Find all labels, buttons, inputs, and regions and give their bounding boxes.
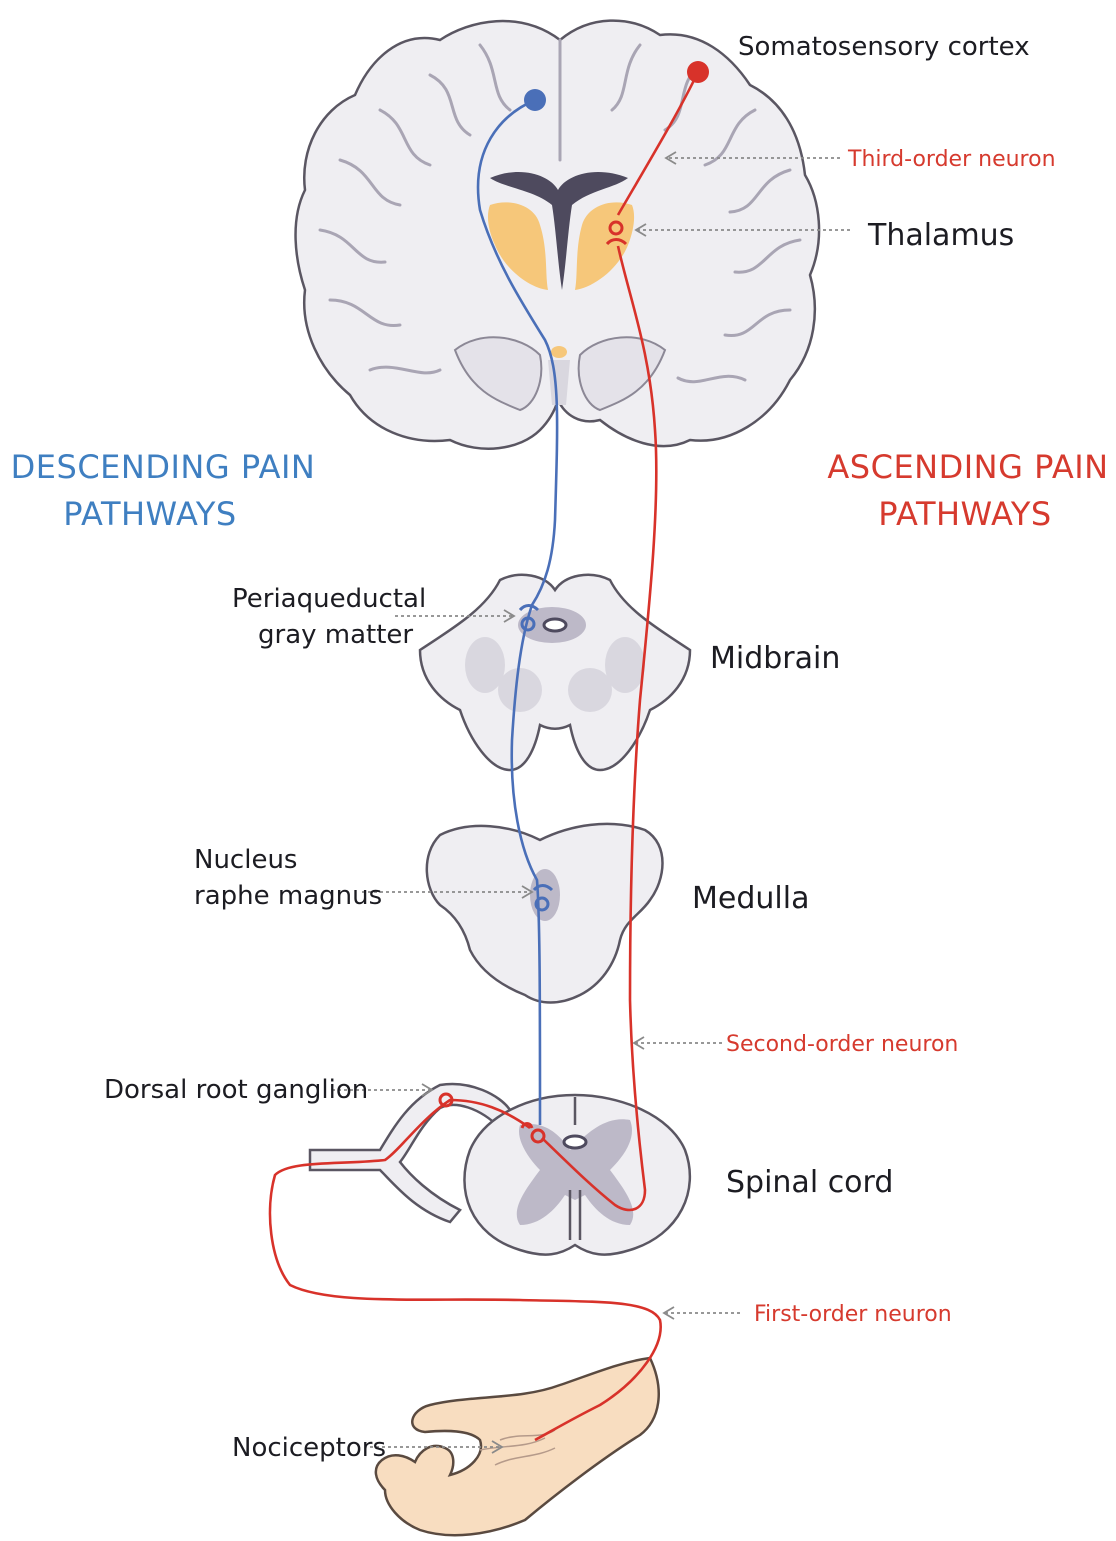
brain-coronal-section bbox=[296, 21, 820, 449]
descending-heading-line2: PATHWAYS bbox=[63, 495, 236, 533]
label-first-order-neuron: First-order neuron bbox=[754, 1302, 952, 1327]
hypothalamus-spot bbox=[551, 346, 567, 358]
label-spinal-cord: Spinal cord bbox=[726, 1165, 893, 1200]
label-midbrain: Midbrain bbox=[710, 641, 840, 676]
label-periaqueductal-line2: gray matter bbox=[258, 620, 413, 650]
central-canal bbox=[564, 1136, 586, 1148]
cortex-neuron-body-blue bbox=[524, 89, 546, 111]
midbrain-nucleus bbox=[568, 668, 612, 712]
label-nociceptors: Nociceptors bbox=[232, 1433, 386, 1463]
ascending-heading-line1: ASCENDING PAIN bbox=[827, 448, 1108, 486]
label-third-order-neuron: Third-order neuron bbox=[847, 147, 1056, 172]
label-second-order-neuron: Second-order neuron bbox=[726, 1032, 958, 1057]
midbrain-nucleus bbox=[498, 668, 542, 712]
cerebral-aqueduct bbox=[544, 619, 566, 631]
label-nucleus-line2: raphe magnus bbox=[194, 881, 382, 911]
label-medulla: Medulla bbox=[692, 881, 809, 916]
label-somatosensory-cortex: Somatosensory cortex bbox=[738, 32, 1030, 62]
label-dorsal-root-ganglion: Dorsal root ganglion bbox=[104, 1075, 368, 1105]
medulla-section bbox=[427, 824, 663, 1003]
label-periaqueductal-line1: Periaqueductal bbox=[232, 584, 426, 614]
label-thalamus: Thalamus bbox=[867, 218, 1014, 253]
ascending-heading-line2: PATHWAYS bbox=[878, 495, 1051, 533]
cortex-neuron-body-red bbox=[687, 61, 709, 83]
label-nucleus-line1: Nucleus bbox=[194, 845, 297, 875]
descending-heading-line1: DESCENDING PAIN bbox=[11, 448, 316, 486]
